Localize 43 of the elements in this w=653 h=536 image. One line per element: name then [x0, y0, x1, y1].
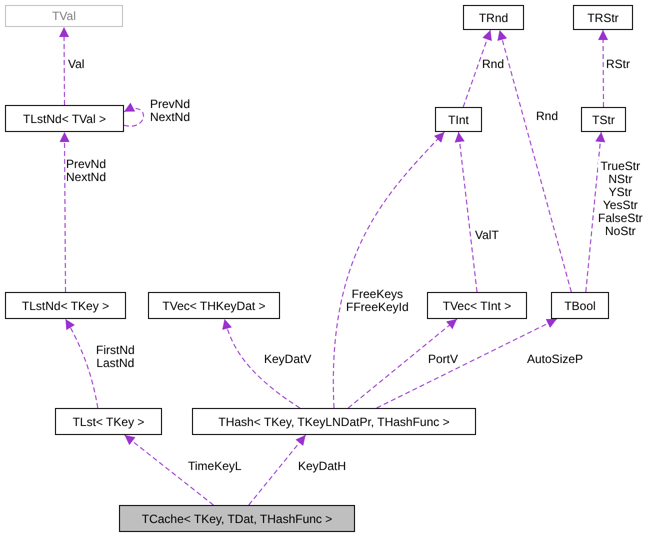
class-box: TVec< TInt >	[427, 292, 527, 319]
edge-label: FreeKeys FFreeKeyId	[346, 288, 409, 314]
dashed-arrow	[65, 318, 98, 408]
edge-label: AutoSizeP	[527, 353, 584, 366]
edge-label: Val	[68, 58, 84, 71]
class-box: TVec< THKeyDat >	[148, 292, 280, 319]
class-box: TLstNd< TKey >	[5, 292, 126, 319]
edge-label: RStr	[606, 58, 630, 71]
highlighted-class-box: TCache< TKey, TDat, THashFunc >	[119, 505, 355, 532]
edge-label: ValT	[475, 229, 499, 242]
dashed-arrow	[462, 30, 492, 108]
dashed-arrow	[454, 132, 478, 292]
dashed-arrow	[585, 132, 606, 292]
class-box: TRStr	[573, 5, 633, 30]
edge-label: FirstNd LastNd	[96, 344, 135, 370]
class-box: TBool	[551, 292, 609, 319]
class-box: TStr	[581, 107, 626, 132]
edge-label: Rnd	[482, 58, 504, 71]
class-box: TLstNd< TVal >	[5, 105, 124, 132]
edge-label: PortV	[428, 353, 458, 366]
class-box: TRnd	[463, 5, 524, 30]
class-box: TInt	[435, 107, 482, 132]
edge-label: PrevNd NextNd	[66, 158, 106, 184]
dashed-arrow	[376, 318, 558, 408]
dashed-arrow	[124, 103, 144, 127]
edge-label: KeyDatV	[264, 353, 312, 366]
dashed-arrow	[598, 30, 608, 108]
class-box: THash< TKey, TKeyLNDatPr, THashFunc >	[192, 408, 476, 435]
dashed-arrow	[59, 26, 70, 106]
class-box: TVal	[5, 5, 123, 27]
edge-label: TimeKeyL	[188, 460, 242, 473]
class-box: TLst< TKey >	[55, 408, 162, 435]
edge-label: Rnd	[536, 110, 558, 123]
edge-label: KeyDatH	[298, 460, 346, 473]
dashed-arrow	[497, 30, 572, 292]
dashed-arrow	[332, 132, 445, 408]
dashed-arrow	[222, 318, 300, 408]
edge-label: TrueStr NStr YStr YesStr FalseStr NoStr	[598, 160, 643, 238]
dashed-arrow	[60, 132, 70, 292]
dashed-arrow	[248, 434, 306, 506]
dashed-arrow	[124, 434, 214, 506]
dashed-arrow	[348, 318, 458, 408]
edge-label: PrevNd NextNd	[150, 98, 190, 124]
